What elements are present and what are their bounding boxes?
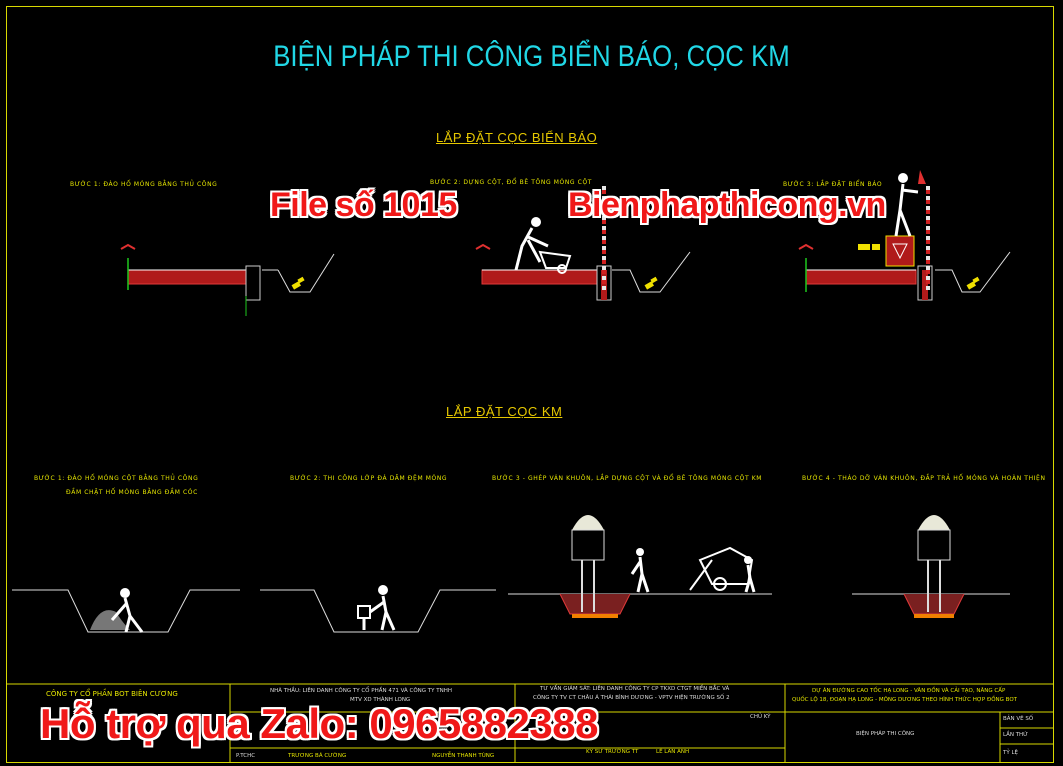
tb-drawing-name: BIỆN PHÁP THI CÔNG [856,731,915,737]
km-step-2-drawing [260,585,496,633]
km-step-1: BƯỚC 1: ĐÀO HỐ MÓNG CỘT BẰNG THỦ CÔNG [34,475,199,482]
drawing-title: BIỆN PHÁP THI CÔNG BIỂN BÁO, CỌC KM [273,40,790,73]
sign-step-2-drawing [475,186,691,301]
km-step-4-drawing [852,515,1010,618]
tb-project: DỰ ÁN ĐƯỜNG CAO TỐC HẠ LONG - VÂN ĐỒN VÀ… [812,688,1006,694]
tb-label-sign: CHỦ KÝ [750,714,771,720]
tb-project-2: QUỐC LỘ 18, ĐOẠN HẠ LONG - MÔNG DƯƠNG TH… [792,697,1018,703]
section-km-install: LẮP ĐẶT CỌC KM [446,404,563,419]
sign-step-2: BƯỚC 2: DỰNG CỘT, ĐỔ BÊ TÔNG MÓNG CỘT [430,179,593,186]
tb-label-revision: LẦN THỨ [1003,732,1028,738]
km-step-1-sub: ĐẦM CHẶT HỐ MÓNG BẰNG ĐẦM CÓC [66,489,198,496]
km-step-2: BƯỚC 2: THI CÔNG LỚP ĐÁ DĂM ĐỆM MÓNG [290,475,448,482]
tb-company: CÔNG TY CỔ PHẦN BOT BIÊN CƯƠNG [46,690,178,698]
tb-name-3: KỸ SƯ TRƯỞNG TT [586,749,639,755]
sign-step-3: BƯỚC 3: LẮP ĐẶT BIỂN BÁO [783,181,883,188]
tb-ptchc: P.TCHC [236,753,256,759]
sign-step-1: BƯỚC 1: ĐÀO HỐ MÓNG BẰNG THỦ CÔNG [70,181,218,188]
tb-name-2: NGUYỄN THANH TÙNG [432,753,495,759]
drawing-frame [6,6,1054,763]
watermark-file-number: File số 1015 [270,186,457,224]
watermark-site: Bienphapthicong.vn [568,186,886,224]
title-block-lines [6,683,1054,763]
tb-label-drawing-no: BẢN VẼ SỐ [1003,716,1034,722]
km-step-4: BƯỚC 4 - THÁO DỠ VÁN KHUÔN, ĐẮP TRẢ HỐ M… [802,475,1046,482]
watermark-support: Hỗ trợ qua Zalo: 0965882388 [40,700,598,747]
sign-step-3-drawing [798,170,1011,301]
tb-contractor: NHÀ THẦU: LIÊN DANH CÔNG TY CỔ PHẦN 471 … [270,688,452,694]
section-sign-install: LẮP ĐẶT CỌC BIỂN BÁO [436,130,598,145]
tb-label-scale: TỶ LỆ [1003,750,1019,756]
tb-consultant-2: CÔNG TY TV CT CHÂU Á THÁI BÌNH DƯƠNG - V… [533,695,730,701]
tb-name-4: LÊ LAN ANH [656,749,690,755]
km-step-3-drawing [508,515,772,618]
km-step-3: BƯỚC 3 - GHÉP VÁN KHUÔN, LẮP DỰNG CỘT VÀ… [492,475,763,482]
tb-contractor-2: MTV XD THÀNH LONG [350,697,411,703]
sign-step-1-drawing [120,243,335,316]
km-step-1-drawing [12,588,240,633]
tb-consultant: TƯ VẤN GIÁM SÁT: LIÊN DANH CÔNG TY CP TK… [540,686,730,692]
tb-name-1: TRƯƠNG BÁ CƯỜNG [288,753,347,759]
